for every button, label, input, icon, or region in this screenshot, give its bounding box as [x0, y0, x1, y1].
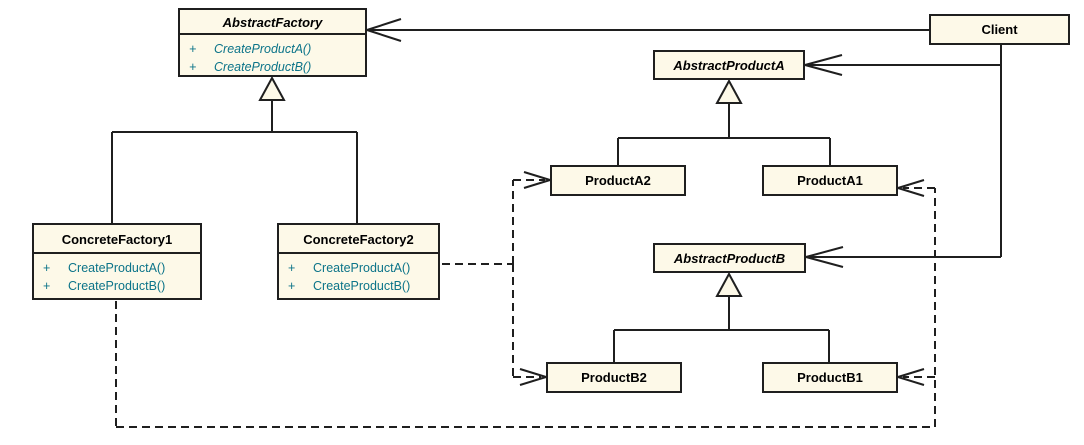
methods-compartment: + CreateProductA() + CreateProductB()	[279, 252, 438, 295]
class-client: Client	[929, 14, 1070, 45]
class-product-b2: ProductB2	[546, 362, 682, 393]
class-name: AbstractProductB	[673, 250, 786, 266]
methods-compartment: + CreateProductA() + CreateProductB()	[180, 33, 365, 76]
class-name: AbstractFactory	[222, 15, 323, 30]
methods-compartment: + CreateProductA() + CreateProductB()	[34, 252, 200, 295]
association-client-abstractproducta	[804, 54, 1001, 76]
association-client-abstractproductb	[805, 246, 1001, 268]
method-row: + CreateProductB()	[189, 60, 312, 74]
method-row: + CreateProductA()	[189, 42, 312, 56]
class-name: AbstractProductA	[673, 57, 785, 73]
class-name: ProductB1	[797, 370, 863, 385]
method-row: + CreateProductB()	[43, 279, 166, 293]
class-concrete-factory1: ConcreteFactory1 + CreateProductA() + Cr…	[32, 223, 202, 300]
class-product-b1: ProductB1	[762, 362, 898, 393]
generalization-productsb-abstractproductb	[613, 271, 830, 362]
class-product-a2: ProductA2	[550, 165, 686, 196]
dependency-concretefactory2-products2	[442, 171, 551, 386]
class-name: ConcreteFactory2	[303, 232, 414, 247]
class-name: Client	[981, 22, 1018, 37]
association-client-abstractfactory	[366, 18, 929, 42]
class-name: ProductA1	[797, 173, 863, 188]
method-row: + CreateProductB()	[288, 279, 411, 293]
generalization-factories-abstractfactory	[111, 75, 358, 223]
class-name: ProductA2	[585, 173, 651, 188]
method-row: + CreateProductA()	[43, 261, 166, 275]
generalization-productsa-abstractproducta	[617, 78, 831, 165]
class-product-a1: ProductA1	[762, 165, 898, 196]
method-row: + CreateProductA()	[288, 261, 411, 275]
class-name: ConcreteFactory1	[61, 232, 173, 247]
class-abstract-factory: AbstractFactory + CreateProductA() + Cre…	[178, 8, 367, 77]
class-abstract-product-a: AbstractProductA	[653, 50, 805, 80]
class-concrete-factory2: ConcreteFactory2 + CreateProductA() + Cr…	[277, 223, 440, 300]
class-name: ProductB2	[581, 370, 647, 385]
class-abstract-product-b: AbstractProductB	[653, 243, 806, 273]
dependency-concretefactory1-products1	[115, 179, 936, 428]
